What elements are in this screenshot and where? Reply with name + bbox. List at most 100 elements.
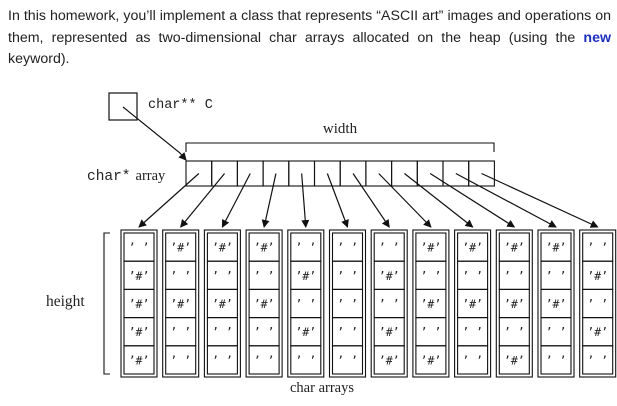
char-cell-label: ’ ’ — [337, 297, 358, 311]
char-cell-label: ’#’ — [379, 353, 400, 367]
char-cell-label: ’ ’ — [337, 241, 358, 255]
char-cell-label: ’ ’ — [462, 325, 483, 339]
char-cell-label: ’ ’ — [170, 269, 191, 283]
char-cell-label: ’ ’ — [212, 269, 233, 283]
pointer-arrow — [180, 173, 226, 228]
char-cell-label: ’#’ — [212, 241, 233, 255]
char-array-column: ’ ’’#’’ ’’#’’ ’ — [579, 229, 617, 378]
height-label: height — [46, 293, 85, 310]
intro-text: In this homework, you’ll implement a cla… — [8, 8, 611, 46]
char-cell — [248, 345, 280, 375]
char-cell-label: ’#’ — [295, 269, 316, 283]
char-array-frame — [328, 229, 367, 378]
char-cell-label: ’#’ — [129, 325, 150, 339]
pointer-box — [108, 92, 138, 121]
array-type: char* — [87, 169, 131, 185]
char-cell-label: ’ ’ — [504, 325, 525, 339]
char-cell — [498, 345, 530, 375]
char-cell-label: ’ ’ — [170, 325, 191, 339]
bottom-label-text: char arrays — [290, 380, 354, 396]
array-label: char* array — [87, 168, 166, 185]
char-cell-label: ’#’ — [504, 297, 525, 311]
char-cell-label: ’ ’ — [421, 269, 442, 283]
pointer-arrow — [138, 173, 200, 228]
char-array-column: ’ ’’#’’ ’’#’’#’ — [370, 229, 408, 378]
char-cell-label: ’#’ — [462, 297, 483, 311]
char-cell-label: ’#’ — [254, 297, 275, 311]
char-array-column: ’#’’ ’’#’’ ’’#’ — [412, 229, 450, 378]
char-array-frame — [537, 229, 575, 378]
char-array-frame — [454, 229, 492, 378]
height-brace — [103, 232, 110, 375]
char-cell-label: ’#’ — [129, 297, 150, 311]
char-cell-label: ’#’ — [295, 325, 316, 339]
char-cell-label: ’#’ — [254, 241, 275, 255]
char-cell — [206, 345, 238, 375]
char-cell-label: ’#’ — [421, 241, 442, 255]
char-array-columns: ’ ’ ’#’ ’#’ ’#’ ’#’ ’#’ ’ ’ ’#’ ’ ’ ’ ’ ’#’ ’ ’ ’#’ ’… — [120, 229, 617, 378]
char-cell — [331, 345, 364, 375]
char-array-column: ’ ’’#’’ ’’#’’ ’ — [287, 229, 325, 378]
pointer-arrow — [352, 173, 390, 228]
pointer-arrow — [455, 172, 557, 228]
char-cell-label: ’ ’ — [129, 241, 150, 255]
char-cell — [373, 345, 405, 375]
char-cell-label: ’ ’ — [170, 353, 191, 367]
pointer-arrow — [221, 173, 251, 228]
char-cell-label: ’#’ — [379, 269, 400, 283]
char-cell-label: ’ ’ — [504, 269, 525, 283]
char-cell-label: ’#’ — [546, 297, 567, 311]
char-array-column: ’ ’’ ’’ ’’ ’’ ’ — [328, 229, 367, 378]
char-cell-label: ’#’ — [212, 297, 233, 311]
pointer-arrow — [481, 172, 599, 228]
char-cell-label: ’ ’ — [337, 353, 358, 367]
char-cell-label: ’#’ — [504, 353, 525, 367]
char-cell-label: ’ ’ — [379, 297, 400, 311]
char-cell-label: ’ ’ — [587, 297, 608, 311]
char-array-frame — [287, 229, 325, 378]
pointer-array-cell — [468, 160, 495, 187]
char-cell-label: ’ ’ — [379, 241, 400, 255]
char-cell-label: ’ ’ — [546, 353, 567, 367]
char-array-column: ’#’’ ’’#’’ ’’#’ — [495, 229, 533, 378]
pointer-label: char** C — [148, 98, 213, 113]
intro-paragraph: In this homework, you’ll implement a cla… — [8, 6, 611, 71]
char-array-frame — [495, 229, 533, 378]
char-array-column: ’#’’ ’’#’’ ’’ ’ — [203, 229, 241, 378]
array-word: array — [136, 168, 167, 184]
char-cell-label: ’ ’ — [546, 269, 567, 283]
bottom-label: char arrays — [290, 380, 354, 396]
char-cell-label: ’#’ — [587, 269, 608, 283]
char-cell-label: ’ ’ — [462, 353, 483, 367]
pointer-arrow — [326, 173, 349, 228]
char-cell-label: ’#’ — [129, 269, 150, 283]
char-cell-label: ’ ’ — [295, 241, 316, 255]
char-cell-label: ’#’ — [421, 297, 442, 311]
pointer-arrow — [404, 173, 474, 228]
char-cell-label: ’ ’ — [212, 353, 233, 367]
char-array-frame — [579, 229, 617, 378]
char-cell-label: ’ ’ — [587, 353, 608, 367]
char-cell-label: ’#’ — [462, 241, 483, 255]
char-cell — [415, 345, 447, 375]
pointer-arrow — [378, 173, 432, 228]
char-cell-label: ’#’ — [129, 353, 150, 367]
char-cell — [582, 345, 614, 375]
char-cell — [123, 345, 155, 375]
char-cell-label: ’ ’ — [337, 325, 358, 339]
pointer-arrow — [301, 173, 310, 228]
char-cell-label: ’ ’ — [546, 325, 567, 339]
char-array-frame — [245, 229, 283, 378]
char-cell — [290, 345, 322, 375]
char-cell — [457, 345, 489, 375]
new-keyword: new — [583, 29, 611, 46]
pointer-array — [185, 160, 495, 187]
width-label: width — [323, 121, 358, 137]
char-cell-label: ’ ’ — [295, 297, 316, 311]
char-array-frame — [203, 229, 241, 378]
char-cell-label: ’ ’ — [462, 269, 483, 283]
char-cell-label: ’ ’ — [421, 325, 442, 339]
pointer-arrow — [261, 173, 277, 228]
char-array-column: ’#’’ ’’#’’ ’’ ’ — [162, 229, 200, 378]
char-cell-label: ’#’ — [170, 297, 191, 311]
